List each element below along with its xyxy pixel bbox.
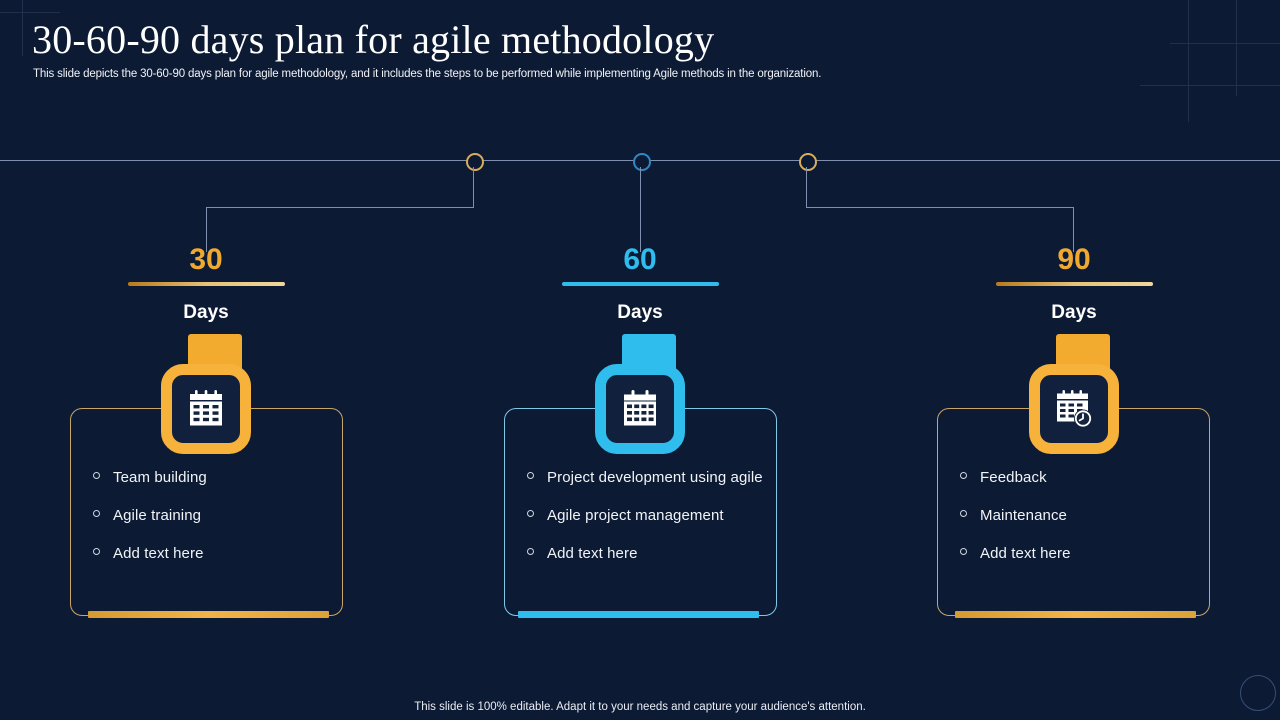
card-bar-30	[88, 611, 329, 618]
list-item: Feedback	[960, 469, 1199, 486]
bullet-label: Project development using agile	[547, 469, 763, 486]
decor-line-top-left-horizontal	[0, 12, 60, 13]
bullet-circle-icon	[960, 472, 967, 479]
timeline-node-90[interactable]	[799, 153, 817, 171]
decor-line-top-right-horizontal-2	[1140, 85, 1280, 86]
list-item: Agile project management	[527, 507, 766, 524]
page-title: 30-60-90 days plan for agile methodology	[32, 17, 715, 62]
list-item: Add text here	[527, 545, 766, 562]
icon-badge-90[interactable]	[1029, 334, 1119, 454]
connector-30-segment-left	[206, 207, 474, 208]
icon-badge-60[interactable]	[595, 334, 685, 454]
connector-30-segment-drop	[206, 207, 207, 252]
decor-line-top-left-vertical	[22, 0, 23, 56]
footer-note: This slide is 100% editable. Adapt it to…	[414, 701, 866, 713]
decor-line-top-right-vertical-1	[1188, 0, 1189, 122]
bullet-label: Add text here	[113, 545, 204, 562]
connector-30-segment-down	[473, 167, 474, 208]
bullet-label: Agile project management	[547, 507, 724, 524]
connector-90-segment-right	[806, 207, 1074, 208]
list-item: Team building	[93, 469, 332, 486]
decor-circle-bottom-right	[1240, 675, 1276, 711]
card-bar-90	[955, 611, 1196, 618]
column-number-30: 30	[189, 243, 223, 276]
column-unit-90: Days	[1051, 302, 1097, 323]
bullet-circle-icon	[527, 548, 534, 555]
bullet-circle-icon	[527, 472, 534, 479]
column-rule-30	[128, 282, 285, 286]
calendar-icon	[190, 390, 222, 426]
list-item: Add text here	[93, 545, 332, 562]
bullet-label: Agile training	[113, 507, 202, 524]
bullet-list-60: Project development using agile Agile pr…	[527, 469, 766, 583]
connector-90-segment-down	[806, 167, 807, 208]
page-subtitle: This slide depicts the 30-60-90 days pla…	[33, 68, 822, 80]
timeline-node-30[interactable]	[466, 153, 484, 171]
bullet-label: Feedback	[980, 469, 1047, 486]
decor-line-top-right-vertical-2	[1236, 0, 1237, 96]
column-unit-30: Days	[183, 302, 229, 323]
bullet-label: Maintenance	[980, 507, 1067, 524]
bullet-circle-icon	[93, 548, 100, 555]
list-item: Agile training	[93, 507, 332, 524]
connector-90-segment-drop	[1073, 207, 1074, 252]
list-item: Project development using agile	[527, 469, 766, 486]
bullet-circle-icon	[93, 472, 100, 479]
column-number-60: 60	[623, 243, 657, 276]
decor-line-top-right-horizontal-1	[1170, 43, 1280, 44]
list-item: Maintenance	[960, 507, 1199, 524]
bullet-label: Add text here	[547, 545, 638, 562]
bullet-label: Add text here	[980, 545, 1071, 562]
bullet-circle-icon	[960, 548, 967, 555]
bullet-label: Team building	[113, 469, 207, 486]
calendar-icon	[624, 390, 656, 426]
bullet-list-90: Feedback Maintenance Add text here	[960, 469, 1199, 583]
bullet-circle-icon	[93, 510, 100, 517]
column-number-90: 90	[1057, 243, 1091, 276]
calendar-clock-icon	[1057, 390, 1092, 428]
card-bar-60	[518, 611, 759, 618]
icon-badge-30[interactable]	[161, 334, 251, 454]
badge-box-shape	[161, 364, 251, 454]
bullet-circle-icon	[960, 510, 967, 517]
bullet-circle-icon	[527, 510, 534, 517]
timeline-node-60[interactable]	[633, 153, 651, 171]
column-unit-60: Days	[617, 302, 663, 323]
connector-60-segment-down	[640, 167, 641, 252]
column-rule-90	[996, 282, 1153, 286]
column-rule-60	[562, 282, 719, 286]
list-item: Add text here	[960, 545, 1199, 562]
bullet-list-30: Team building Agile training Add text he…	[93, 469, 332, 583]
